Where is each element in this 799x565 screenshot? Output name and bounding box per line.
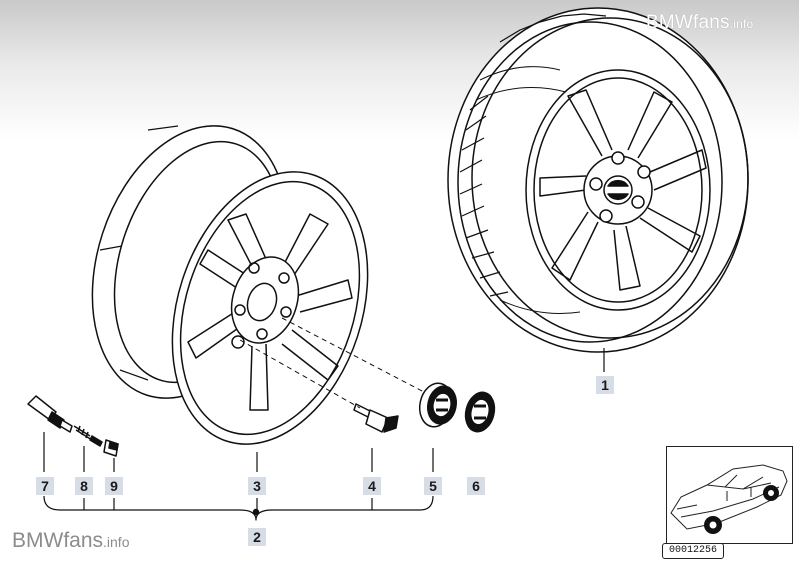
watermark-bottom-main: BMWfans [12,529,104,552]
callout-part-2[interactable]: 2 [248,528,266,546]
callout-part-7[interactable]: 7 [36,477,54,495]
callout-part-5[interactable]: 5 [424,477,442,495]
rim-drawing [91,125,369,472]
vehicle-reference-box [666,446,793,544]
callout-part-3[interactable]: 3 [248,477,266,495]
callout-part-8[interactable]: 8 [75,477,93,495]
callout-part-1[interactable]: 1 [596,376,614,394]
watermark-top-suffix: .info [729,17,754,31]
watermark-bottom-suffix: .info [103,534,130,550]
group-bracket [43,495,434,521]
diagram-code-label: 00012256 [662,543,724,559]
watermark-top-main: BMWfans [646,12,730,33]
hub-cap-drawing [281,317,458,472]
car-outline-icon [670,464,788,534]
wheel-bolt-drawing [239,339,399,472]
callout-part-9[interactable]: 9 [105,477,123,495]
callout-part-4[interactable]: 4 [363,477,381,495]
emblem-drawing [464,391,496,433]
callout-part-6[interactable]: 6 [467,477,485,495]
complete-wheel-drawing [447,7,749,372]
valve-drawing [27,395,119,472]
watermark-bottom: BMWfans.info [12,529,129,553]
watermark-top: BMWfans.info [646,12,753,34]
